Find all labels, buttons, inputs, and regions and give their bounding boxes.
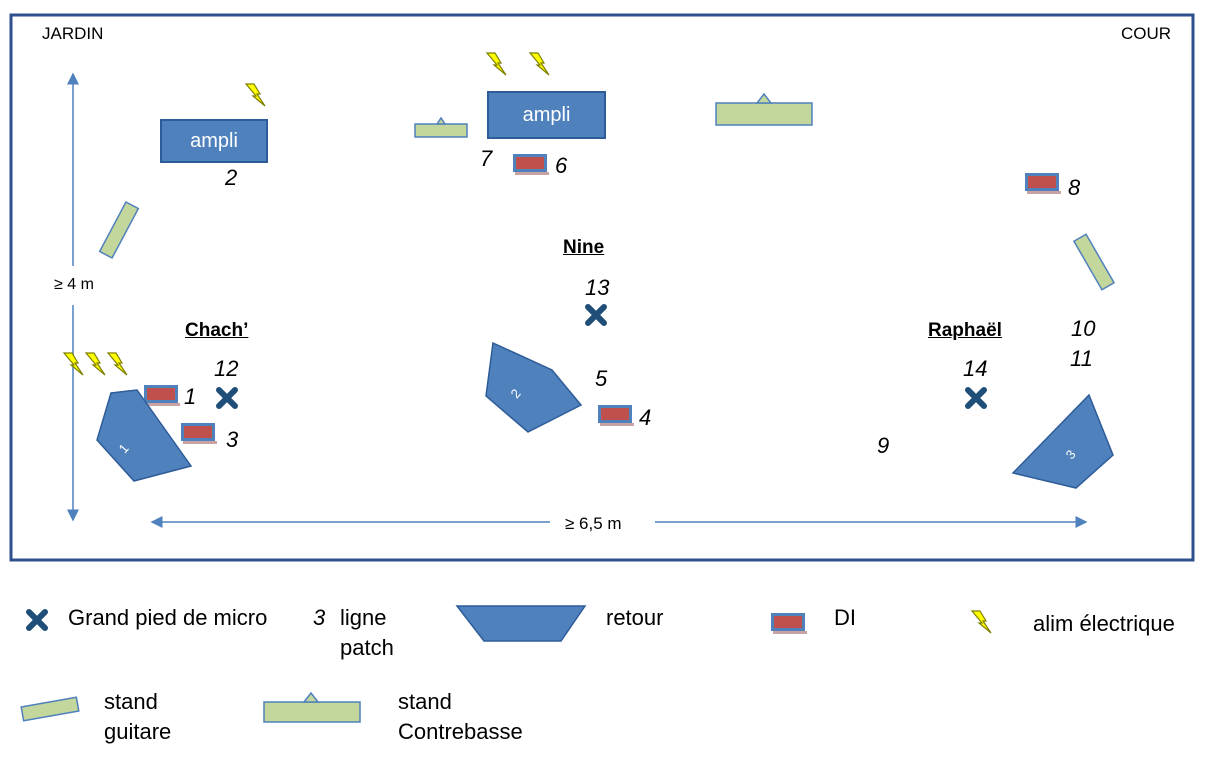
width-label: ≥ 6,5 m	[565, 514, 622, 533]
patch-number: 11	[1070, 346, 1093, 371]
patch-number: 12	[214, 356, 239, 381]
corner-label-jardin: JARDIN	[42, 24, 104, 43]
guitar-stand-icon	[98, 201, 140, 259]
di-box-icon	[1025, 173, 1061, 194]
patch-number: 4	[639, 405, 652, 430]
legend-monitor: retour	[606, 605, 664, 630]
di-box-icon	[771, 613, 807, 634]
lightning-icon	[245, 83, 266, 107]
patch-number: 13	[585, 275, 610, 300]
guitar-stand-icon	[20, 696, 80, 722]
legend-guitar-stand: stand guitare	[104, 689, 172, 744]
patch-number: 10	[1071, 316, 1096, 341]
guitar-stand-icon	[414, 116, 468, 138]
ampli-left	[160, 119, 268, 163]
legend-di: DI	[834, 605, 856, 630]
bass-stand-icon	[715, 92, 813, 126]
mic-stand-x-icon	[968, 390, 984, 406]
mic-stand-x-icon	[588, 307, 604, 323]
ampli-center	[487, 91, 606, 139]
legend-mic-stand: Grand pied de micro	[68, 605, 268, 630]
monitor-wedge-icon	[96, 389, 193, 482]
lightning-icon	[85, 352, 106, 376]
lightning-icon	[107, 352, 128, 376]
patch-number: 6	[555, 153, 568, 178]
patch-number: 5	[595, 366, 608, 391]
lightning-icon	[971, 610, 992, 634]
patch-number: 7	[480, 146, 493, 171]
monitor-wedge-icon	[485, 341, 583, 433]
mic-stand-x-icon	[219, 390, 235, 406]
patch-number: 14	[963, 356, 988, 381]
patch-number: 3	[226, 427, 239, 452]
patch-number: 2	[225, 165, 238, 190]
monitor-wedge-icon	[1011, 393, 1114, 489]
guitar-stand-icon	[1073, 233, 1115, 291]
di-box-icon	[598, 405, 634, 426]
ampli-label: ampli	[190, 130, 238, 152]
patch-number: 9	[877, 433, 890, 458]
monitor-wedge-icon	[455, 605, 587, 642]
legend-patch-number: 3	[313, 605, 326, 630]
legend-bass-stand: stand Contrebasse	[398, 689, 523, 744]
bass-stand-icon	[263, 691, 361, 723]
depth-label: ≥ 4 m	[54, 276, 94, 293]
di-box-icon	[513, 154, 549, 175]
legend-patch-line: ligne patch	[340, 605, 394, 660]
legend-power: alim électrique	[1033, 611, 1175, 636]
di-box-icon	[181, 423, 217, 444]
musician-name: Chach’	[185, 320, 249, 341]
musician-name: Nine	[563, 237, 605, 258]
stage-border	[9, 13, 1195, 562]
ampli-label: ampli	[522, 104, 571, 126]
musician-name: Raphaël	[928, 320, 1002, 341]
patch-number: 1	[184, 384, 197, 409]
lightning-icon	[486, 52, 507, 76]
mic-stand-x-icon	[29, 612, 45, 628]
patch-number: 8	[1068, 175, 1081, 200]
corner-label-cour: COUR	[1121, 24, 1172, 43]
lightning-icon	[529, 52, 550, 76]
di-box-icon	[144, 385, 180, 406]
